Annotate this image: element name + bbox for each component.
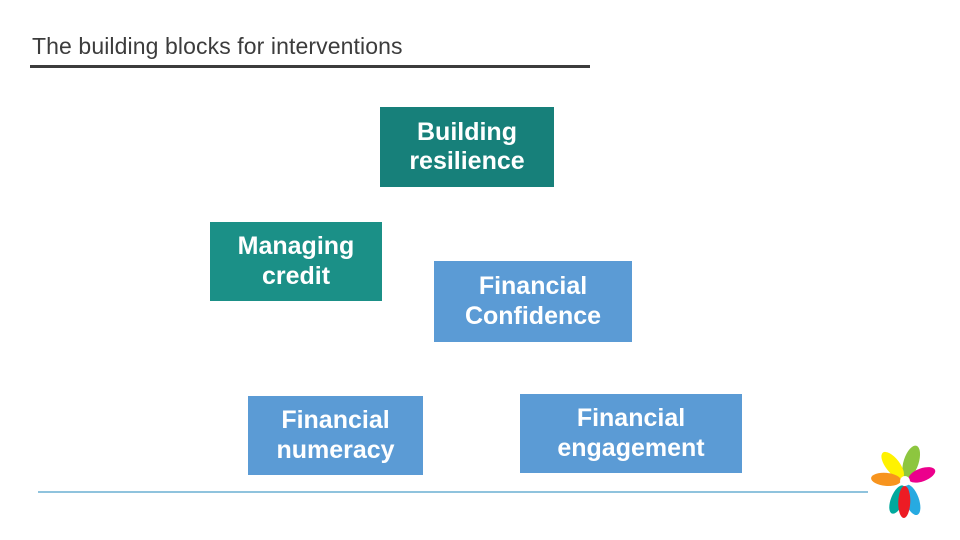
- block-financial-numeracy: Financial numeracy: [248, 396, 423, 475]
- block-label: Financial numeracy: [276, 406, 395, 464]
- block-managing-credit: Managing credit: [210, 222, 382, 301]
- block-financial-engagement: Financial engagement: [520, 394, 742, 473]
- block-label: Financial engagement: [557, 404, 705, 462]
- block-label: Financial Confidence: [464, 272, 602, 330]
- block-building-resilience: Building resilience: [380, 107, 554, 187]
- flower-logo-icon: [866, 441, 944, 523]
- block-financial-confidence: Financial Confidence: [434, 261, 632, 342]
- block-label: Managing credit: [237, 232, 355, 290]
- block-label: Building resilience: [409, 117, 525, 176]
- page-title: The building blocks for interventions: [32, 33, 403, 59]
- title-underline: [30, 65, 590, 68]
- footer-divider: [38, 491, 868, 493]
